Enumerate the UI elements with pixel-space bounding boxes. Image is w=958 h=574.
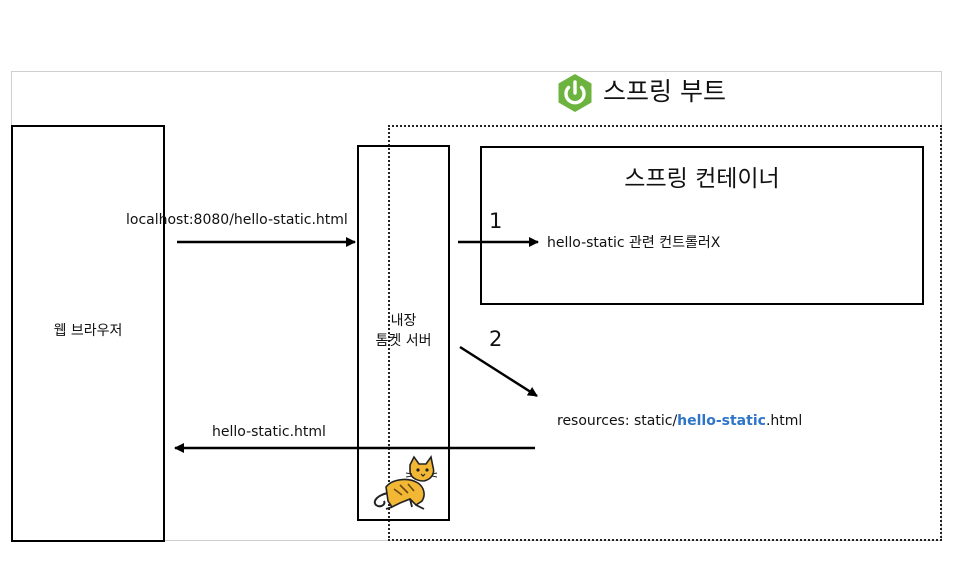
step1-label: hello-static 관련 컨트롤러X (547, 235, 721, 251)
tomcat-label-line1: 내장 (390, 313, 417, 329)
step2-highlight: hello-static (677, 413, 766, 429)
web-browser-box (11, 125, 165, 542)
response-label: hello-static.html (212, 424, 326, 440)
tomcat-cat-icon (373, 455, 438, 510)
spring-power-icon (558, 74, 592, 112)
web-browser-label: 웹 브라우저 (53, 323, 123, 339)
step2-suffix: .html (765, 413, 803, 429)
request-url-label: localhost:8080/hello-static.html (126, 212, 348, 228)
step2-label: resources: static/hello-static.html (557, 412, 802, 430)
spring-container-title: 스프링 컨테이너 (624, 166, 780, 192)
step1-number: 1 (489, 209, 503, 233)
tomcat-server-box (357, 145, 450, 521)
spring-boot-area (388, 125, 942, 541)
step2-prefix: resources: static/ (557, 413, 678, 429)
tomcat-server-label: 내장 톰켓 서버 (357, 311, 450, 351)
spring-container-box (480, 146, 924, 305)
tomcat-label-line2: 톰켓 서버 (375, 333, 432, 349)
step2-arrow (459, 345, 538, 398)
step2-number: 2 (489, 327, 503, 351)
spring-boot-title: 스프링 부트 (603, 77, 726, 106)
